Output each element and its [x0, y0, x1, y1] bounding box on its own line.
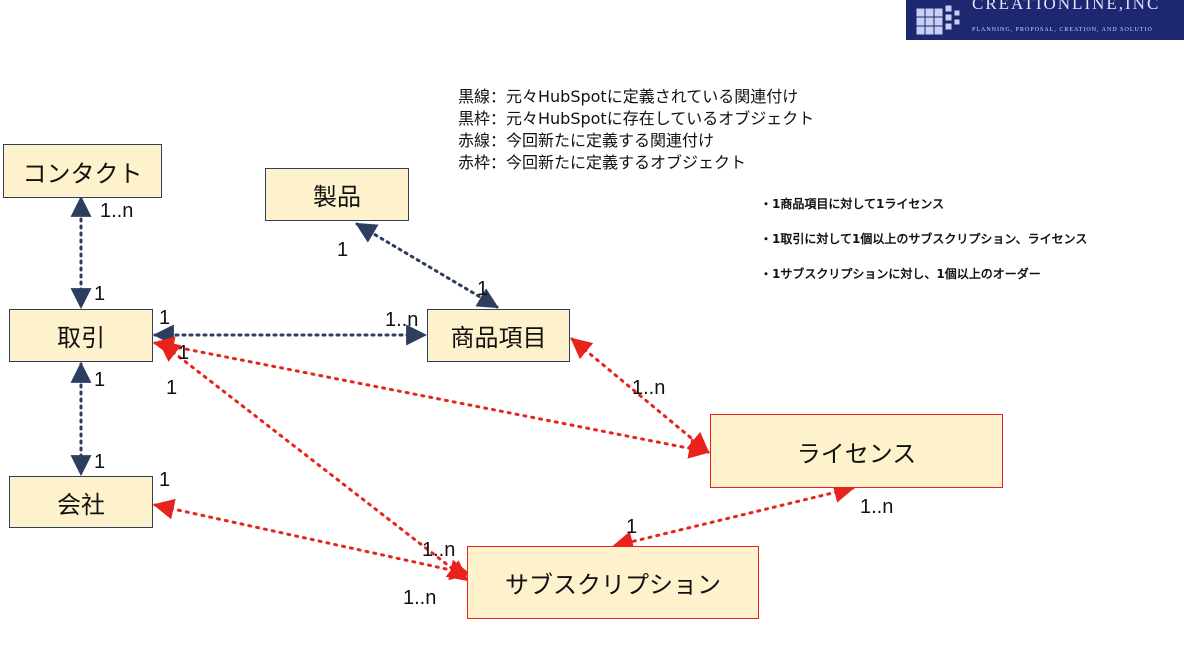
legend-black-line: 黒線：元々HubSpotに定義されている関連付け [458, 87, 799, 106]
entity-license-label: ライセンス [796, 439, 917, 468]
card-deal-subscription-deal-end: 1 [166, 377, 178, 399]
edge-product-lineitem [355, 222, 499, 309]
card-deal-lineitem-deal-end: 1 [159, 307, 171, 329]
entity-deal: 取引 [9, 309, 153, 362]
entity-contact-label: コンタクト [22, 159, 143, 188]
entity-contact: コンタクト [3, 144, 162, 198]
note-deal-subscription: ・1取引に対して1個以上のサブスクリプション、ライセンス [760, 232, 1088, 246]
card-deal-lineitem-lineitem-end: 1..n [385, 309, 419, 331]
entity-subscription: サブスクリプション [467, 546, 759, 619]
entity-deal-label: 取引 [57, 324, 105, 352]
entity-line-item: 商品項目 [427, 309, 570, 362]
card-contact-end: 1..n [100, 200, 134, 222]
notes: ・1商品項目に対して1ライセンス ・1取引に対して1個以上のサブスクリプション、… [760, 195, 1087, 300]
entity-license: ライセンス [710, 414, 1003, 488]
card-company-subscription-sub-end: 1..n [422, 539, 456, 561]
note-line-item-license: ・1商品項目に対して1ライセンス [760, 197, 945, 211]
entity-product: 製品 [265, 168, 409, 221]
legend: 黒線：元々HubSpotに定義されている関連付け 黒枠：元々HubSpotに存在… [458, 86, 814, 174]
card-company-subscription-company-end: 1 [159, 469, 171, 491]
logo-company-name: CREATIONLINE,INC [972, 0, 1161, 13]
card-deal-subscription-sub-end: 1..n [403, 587, 437, 609]
entity-company-label: 会社 [57, 490, 105, 519]
card-deal-company-deal-end: 1 [94, 369, 106, 391]
company-logo: CREATIONLINE,INC PLANNING, PROPOSAL, CRE… [906, 0, 1184, 40]
card-product-end: 1 [337, 239, 349, 261]
cube-logo-icon [910, 2, 962, 38]
card-deal-license-deal-end: 1 [178, 342, 190, 364]
card-license-subscription-license-end: 1..n [860, 496, 894, 518]
note-subscription-order: ・1サブスクリプションに対し、1個以上のオーダー [760, 267, 1041, 281]
card-lineitem-license-end: 1..n [632, 377, 666, 399]
entity-subscription-label: サブスクリプション [505, 571, 721, 599]
entity-company: 会社 [9, 476, 153, 528]
legend-black-frame: 黒枠：元々HubSpotに存在しているオブジェクト [458, 109, 815, 128]
card-license-subscription-sub-end: 1 [626, 516, 638, 538]
card-deal-contact-end: 1 [94, 283, 106, 305]
entity-line-item-label: 商品項目 [450, 324, 547, 352]
legend-red-frame: 赤枠：今回新たに定義するオブジェクト [458, 153, 747, 172]
edge-deal-subscription [158, 340, 469, 582]
card-lineitem-product-end: 1 [477, 278, 489, 300]
card-deal-company-company-end: 1 [94, 451, 106, 473]
logo-tagline: PLANNING, PROPOSAL, CREATION, AND SOLUTI… [972, 27, 1153, 33]
edge-license-subscription [611, 482, 856, 552]
legend-red-line: 赤線：今回新たに定義する関連付け [458, 131, 715, 150]
edge-lineitem-license [570, 337, 710, 454]
entity-product-label: 製品 [313, 183, 361, 211]
edge-company-subscription [152, 498, 472, 581]
